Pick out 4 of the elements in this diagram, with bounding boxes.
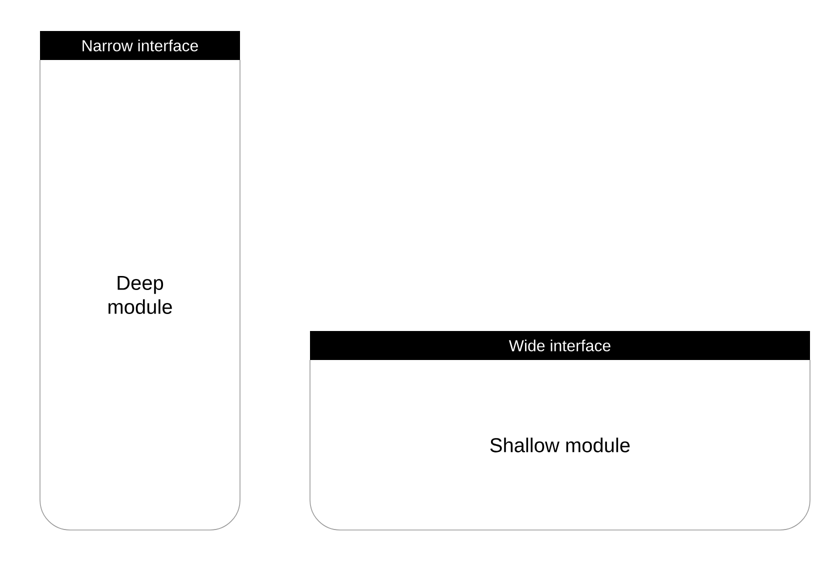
- module-box: Deep module: [40, 60, 240, 530]
- module-box: Shallow module: [310, 360, 810, 530]
- interface-band: Wide interface: [310, 331, 810, 360]
- interface-band: Narrow interface: [40, 31, 240, 60]
